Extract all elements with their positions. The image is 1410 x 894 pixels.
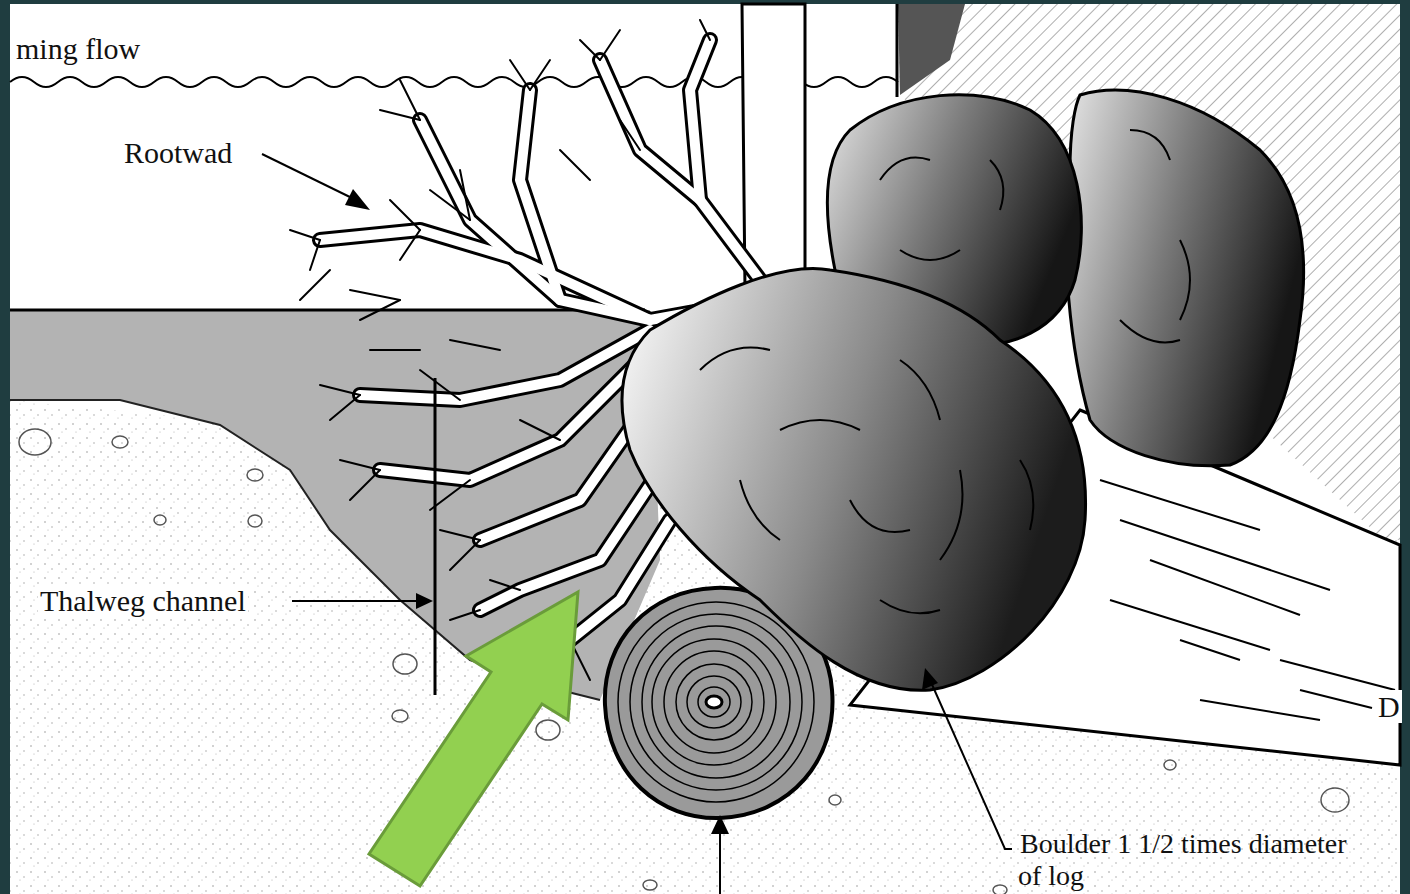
flow-level-label-box: ming flow — [14, 32, 142, 66]
part-label: Boulder 1 1/2 times diameter of log — [1018, 828, 1347, 891]
part-label: Rootwad — [122, 136, 234, 169]
part-label: D — [1376, 690, 1402, 723]
part-label-box: D — [1376, 690, 1402, 724]
part-label: Thalweg channel — [38, 584, 248, 617]
part-label-box: Boulder 1 1/2 times diameter of log — [1018, 828, 1348, 892]
flow-level-label: ming flow — [14, 32, 142, 65]
part-label-box: Rootwad — [122, 136, 234, 170]
part-label-box: Thalweg channel — [38, 584, 248, 618]
